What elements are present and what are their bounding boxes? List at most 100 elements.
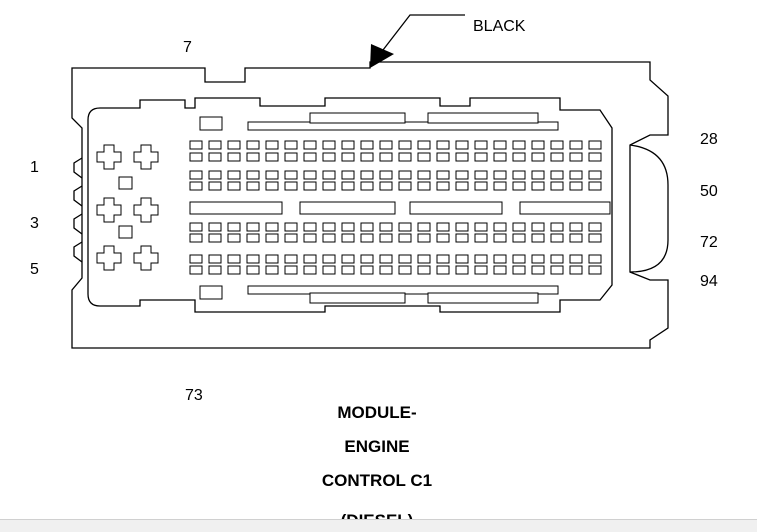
signal-pin: [398, 265, 412, 275]
signal-pin: [360, 152, 374, 162]
signal-pin: [189, 170, 203, 180]
color-callout-label: BLACK: [473, 18, 526, 35]
signal-pin: [284, 170, 298, 180]
signal-pin: [379, 233, 393, 243]
signal-pin: [341, 233, 355, 243]
pin-label-28: 28: [700, 131, 718, 148]
signal-pin: [322, 222, 336, 232]
signal-pin: [474, 181, 488, 191]
signal-pin: [246, 140, 260, 150]
signal-pin: [550, 140, 564, 150]
signal-pin: [417, 233, 431, 243]
signal-pin: [379, 222, 393, 232]
signal-pin: [379, 152, 393, 162]
signal-pin: [417, 140, 431, 150]
signal-pin: [227, 265, 241, 275]
signal-pin: [208, 152, 222, 162]
signal-pin: [474, 222, 488, 232]
title-line-1: MODULE-: [337, 403, 416, 422]
signal-pin: [436, 233, 450, 243]
power-pin: [96, 245, 122, 271]
signal-pin: [512, 152, 526, 162]
signal-pin: [379, 265, 393, 275]
signal-pin: [417, 222, 431, 232]
signal-pin: [455, 181, 469, 191]
signal-pin: [265, 140, 279, 150]
signal-pin: [436, 152, 450, 162]
signal-pin: [360, 254, 374, 264]
signal-pin: [512, 233, 526, 243]
signal-pin: [531, 152, 545, 162]
signal-pin: [474, 170, 488, 180]
signal-pin: [569, 140, 583, 150]
signal-pin: [265, 170, 279, 180]
signal-pin: [531, 222, 545, 232]
signal-pin: [512, 181, 526, 191]
signal-pin: [322, 170, 336, 180]
signal-pin: [569, 233, 583, 243]
signal-pin: [284, 222, 298, 232]
signal-pin: [398, 233, 412, 243]
signal-pin: [417, 265, 431, 275]
signal-pin: [493, 152, 507, 162]
signal-pin: [360, 265, 374, 275]
signal-pin: [588, 265, 602, 275]
signal-pin: [550, 254, 564, 264]
signal-pin: [303, 181, 317, 191]
signal-pin: [208, 265, 222, 275]
signal-pin: [322, 254, 336, 264]
signal-pin: [569, 152, 583, 162]
signal-pin: [265, 265, 279, 275]
signal-pin: [550, 222, 564, 232]
small-square-pin: [118, 225, 133, 239]
signal-pin: [550, 181, 564, 191]
signal-pin: [569, 181, 583, 191]
signal-pin: [417, 152, 431, 162]
signal-pin: [265, 152, 279, 162]
signal-pin: [436, 265, 450, 275]
signal-pin: [227, 152, 241, 162]
signal-pin: [341, 140, 355, 150]
bottom-bar: [199, 285, 559, 304]
signal-pin: [398, 222, 412, 232]
signal-pin: [341, 152, 355, 162]
signal-pin: [550, 233, 564, 243]
signal-pin: [436, 140, 450, 150]
signal-pin: [493, 181, 507, 191]
signal-pin: [303, 140, 317, 150]
signal-pin: [265, 254, 279, 264]
signal-pin: [569, 254, 583, 264]
signal-pin: [398, 152, 412, 162]
signal-pin: [303, 233, 317, 243]
signal-pin: [493, 254, 507, 264]
power-pin: [96, 144, 122, 170]
connector-inner-housing: [87, 97, 613, 313]
signal-pin: [303, 254, 317, 264]
title-line-2: ENGINE: [344, 437, 409, 456]
signal-pin: [455, 233, 469, 243]
signal-pin: [341, 254, 355, 264]
signal-pin: [531, 254, 545, 264]
signal-pin: [512, 254, 526, 264]
signal-pin: [322, 181, 336, 191]
signal-pin: [246, 152, 260, 162]
signal-pin: [322, 233, 336, 243]
title-line-3: CONTROL C1: [322, 471, 432, 490]
signal-pin: [474, 254, 488, 264]
signal-pin: [246, 181, 260, 191]
signal-pin: [398, 254, 412, 264]
signal-pin: [455, 140, 469, 150]
signal-pin: [227, 170, 241, 180]
signal-pin: [379, 170, 393, 180]
signal-pin: [398, 140, 412, 150]
signal-pin: [360, 222, 374, 232]
signal-pin: [531, 170, 545, 180]
signal-pin: [189, 265, 203, 275]
small-square-pin: [118, 176, 133, 190]
signal-pin: [227, 181, 241, 191]
signal-pin: [379, 140, 393, 150]
signal-pin: [531, 265, 545, 275]
signal-pin: [493, 140, 507, 150]
power-pin: [133, 197, 159, 223]
